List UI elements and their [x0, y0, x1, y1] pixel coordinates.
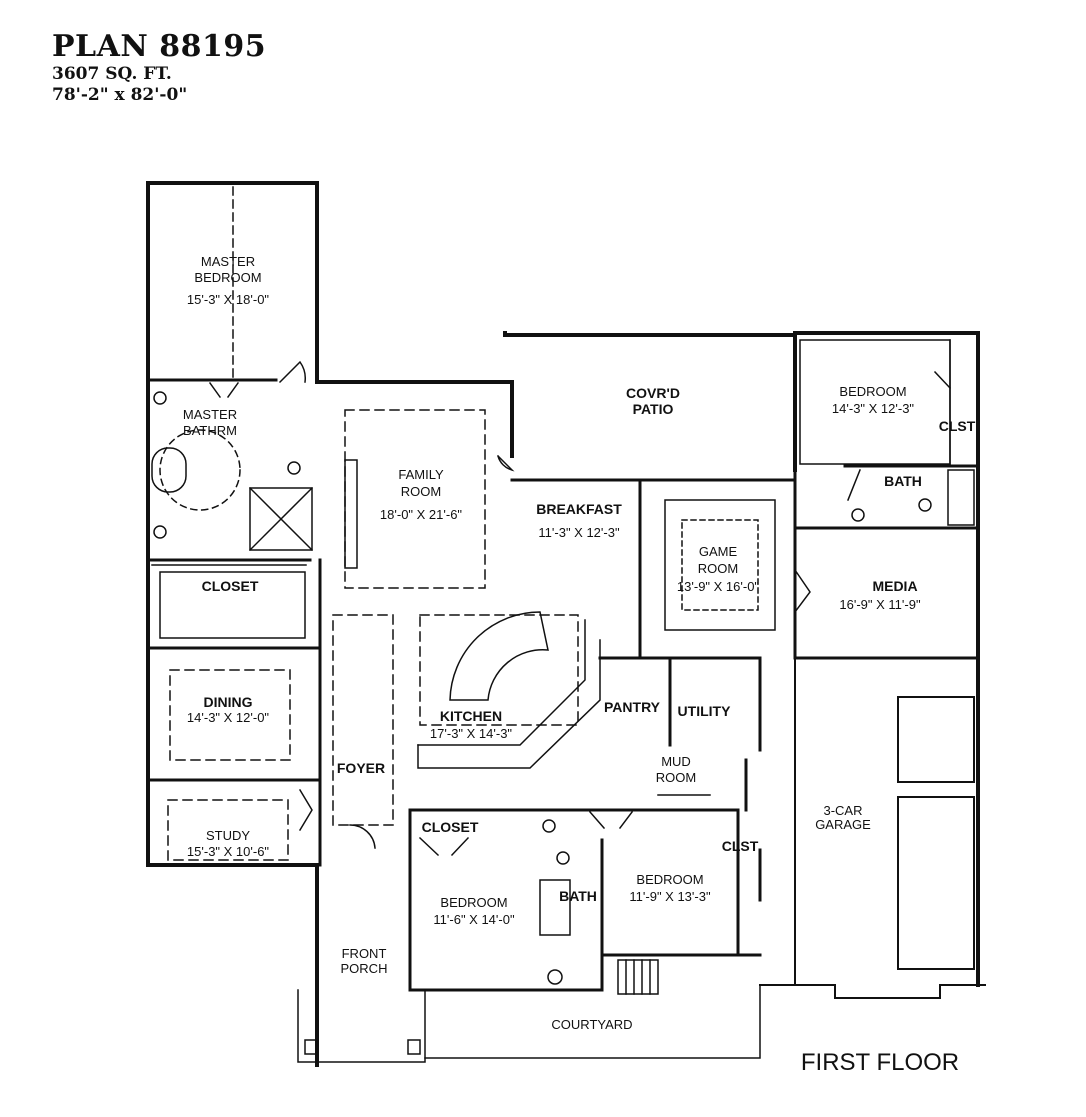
- front-porch-label-2: PORCH: [341, 961, 388, 976]
- master-closet-label: CLOSET: [202, 578, 259, 594]
- media-label: MEDIA: [872, 578, 917, 594]
- media-size: 16'-9" X 11'-9": [839, 597, 921, 612]
- garage-label: 3-CAR: [823, 803, 862, 818]
- bedroom-s-label: BEDROOM: [636, 872, 703, 887]
- master-bedroom-size: 15'-3" X 18'-0": [187, 292, 270, 307]
- kitchen-size: 17'-3" X 14'-3": [430, 726, 513, 741]
- mud-room-label-2: ROOM: [656, 770, 696, 785]
- master-bath-label-2: BATHRM: [183, 423, 237, 438]
- courtyard-label: COURTYARD: [551, 1017, 632, 1032]
- master-bath-label: MASTER: [183, 407, 237, 422]
- bedroom-sw-label: BEDROOM: [440, 895, 507, 910]
- covered-patio-label: COVR'D: [626, 385, 680, 401]
- game-room-label-2: ROOM: [698, 561, 738, 576]
- mud-room-label: MUD: [661, 754, 691, 769]
- interior-walls: [146, 378, 980, 992]
- bedroom-ne-closet-label: CLST: [939, 418, 976, 434]
- master-bedroom-label: MASTER: [201, 254, 255, 269]
- bath-s-label: BATH: [559, 888, 597, 904]
- foyer-label: FOYER: [337, 760, 385, 776]
- exterior-walls: [146, 181, 980, 1067]
- plan-header: PLAN 88195 3607 SQ. FT. 78'-2" x 82'-0": [52, 30, 266, 106]
- square-footage: 3607 SQ. FT.: [52, 64, 172, 84]
- bedroom-ne-label: BEDROOM: [839, 384, 906, 399]
- plan-title: PLAN 88195: [52, 29, 267, 64]
- family-room-label-2: ROOM: [401, 484, 441, 499]
- kitchen-label: KITCHEN: [440, 708, 502, 724]
- bedroom-sw-size: 11'-6" X 14'-0": [433, 912, 515, 927]
- garage-walls: [759, 657, 986, 999]
- utility-label: UTILITY: [678, 703, 732, 719]
- covered-patio-label-2: PATIO: [633, 401, 674, 417]
- family-room-label: FAMILY: [398, 467, 444, 482]
- overall-dimensions: 78'-2" x 82'-0": [52, 85, 188, 105]
- bedroom-s-closet-label: CLST: [722, 838, 759, 854]
- bedroom-ne-size: 14'-3" X 12'-3": [832, 401, 915, 416]
- breakfast-label: BREAKFAST: [536, 501, 622, 517]
- game-room-size: 13'-9" X 16'-0": [677, 579, 760, 594]
- bedroom-sw-closet-label: CLOSET: [422, 819, 479, 835]
- master-bedroom-label-2: BEDROOM: [194, 270, 261, 285]
- breakfast-size: 11'-3" X 12'-3": [538, 525, 620, 540]
- study-size: 15'-3" X 10'-6": [187, 844, 270, 859]
- family-room-size: 18'-0" X 21'-6": [380, 507, 463, 522]
- dining-size: 14'-3" X 12'-0": [187, 710, 270, 725]
- study-label: STUDY: [206, 828, 250, 843]
- pantry-label: PANTRY: [604, 699, 661, 715]
- dining-label: DINING: [204, 694, 253, 710]
- bath-ne-label: BATH: [884, 473, 922, 489]
- bedroom-s-size: 11'-9" X 13'-3": [629, 889, 711, 904]
- game-room-label: GAME: [699, 544, 738, 559]
- front-porch-label: FRONT: [342, 946, 387, 961]
- floor-label: FIRST FLOOR: [801, 1049, 959, 1076]
- garage-label-2: GARAGE: [815, 817, 871, 832]
